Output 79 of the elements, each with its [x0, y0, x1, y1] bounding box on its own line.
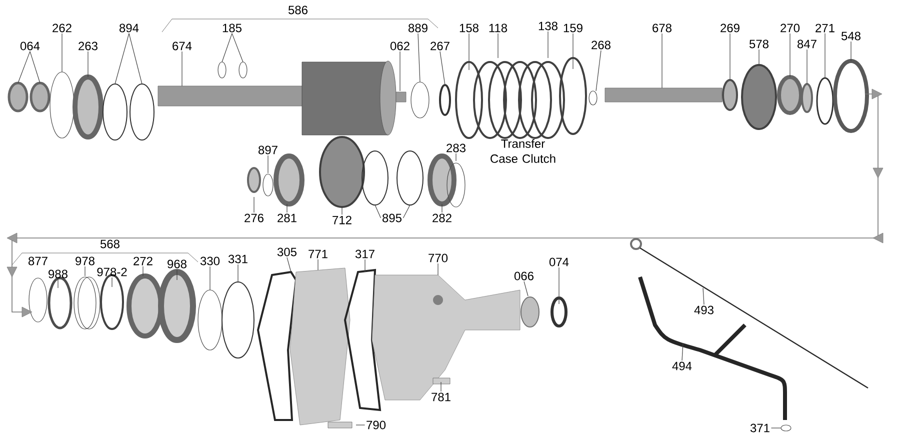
leader-line: [440, 51, 446, 86]
callout-number: 578: [749, 40, 768, 48]
leader-line: [824, 33, 826, 78]
callout-number: 978: [76, 256, 94, 266]
callout-number: 568: [100, 240, 120, 248]
callout-number: 317: [355, 250, 374, 258]
callout-number: 781: [432, 392, 450, 402]
callout-number: 268: [592, 40, 610, 50]
callout-number: 895: [382, 214, 402, 222]
callout-number: 968: [168, 260, 186, 268]
callout-number: 281: [278, 214, 296, 222]
callout-number: 270: [780, 24, 800, 32]
callout-number: 889: [408, 24, 428, 32]
leader-line: [682, 342, 684, 361]
callout-number: 894: [120, 24, 139, 32]
callout-number: 138: [538, 22, 558, 30]
callout-number: 493: [694, 306, 714, 314]
leader-line: [364, 259, 366, 272]
callout-number: 877: [28, 256, 48, 266]
leader-line: [84, 266, 86, 276]
callout-number: 847: [798, 40, 816, 48]
callout-number: 978-2: [97, 268, 127, 276]
callout-number: 678: [652, 24, 672, 32]
leader-line: [418, 33, 420, 82]
leader-line: [286, 204, 288, 213]
leader-line: [128, 33, 142, 84]
callout-number: 062: [390, 42, 410, 50]
callout-number: 771: [308, 250, 328, 258]
callout-number: 371: [750, 424, 770, 432]
callout-number: 276: [244, 214, 264, 222]
leader-line: [232, 33, 244, 62]
leader-line: [18, 51, 30, 84]
leader-line: [558, 267, 560, 304]
leader-line: [222, 33, 232, 62]
callout-number: 988: [48, 270, 68, 278]
callout-number: 159: [564, 24, 582, 32]
leader-line: [572, 33, 574, 70]
leader-line: [114, 33, 130, 84]
caption-text: Transfer Case Clutch: [490, 139, 556, 163]
callout-number: 064: [20, 42, 40, 50]
leader-line: [286, 257, 292, 272]
callout-number: 066: [514, 272, 534, 280]
callout-number: 790: [366, 420, 386, 430]
leader-line: [702, 288, 704, 305]
callout-number: 282: [432, 214, 452, 222]
leader-line: [402, 204, 410, 218]
callout-number: 586: [288, 6, 308, 14]
callout-number: 548: [841, 32, 860, 40]
callout-number: 185: [222, 24, 242, 32]
callout-number: 283: [446, 144, 466, 152]
leader-line: [758, 49, 760, 66]
callout-number: 118: [489, 24, 508, 32]
leader-line: [596, 50, 602, 92]
leader-line: [524, 281, 528, 296]
callout-number: 269: [720, 24, 740, 32]
leader-line: [440, 382, 442, 392]
callout-number: 158: [460, 24, 478, 32]
callout-number: 674: [172, 42, 192, 50]
callout-number: 074: [549, 258, 569, 266]
leader-line: [468, 33, 470, 70]
callout-number: 305: [277, 248, 296, 256]
callout-number: 330: [200, 256, 220, 266]
callout-number: 262: [52, 24, 72, 32]
callout-number: 770: [428, 254, 448, 262]
leader-line: [356, 424, 366, 426]
callout-number: 897: [258, 146, 278, 154]
leader-line: [30, 51, 40, 84]
callout-number: 494: [672, 362, 692, 370]
callout-number: 267: [430, 42, 450, 50]
callout-number: 331: [228, 254, 248, 264]
callout-number: 712: [332, 216, 352, 224]
leader-line: [142, 266, 144, 276]
leader-line: [850, 41, 852, 62]
callout-number: 263: [78, 42, 98, 50]
callout-number: 272: [134, 256, 152, 266]
leader-line: [806, 49, 808, 84]
leader-line: [176, 269, 178, 280]
leader-line: [374, 204, 382, 218]
callout-number: 271: [816, 24, 834, 32]
